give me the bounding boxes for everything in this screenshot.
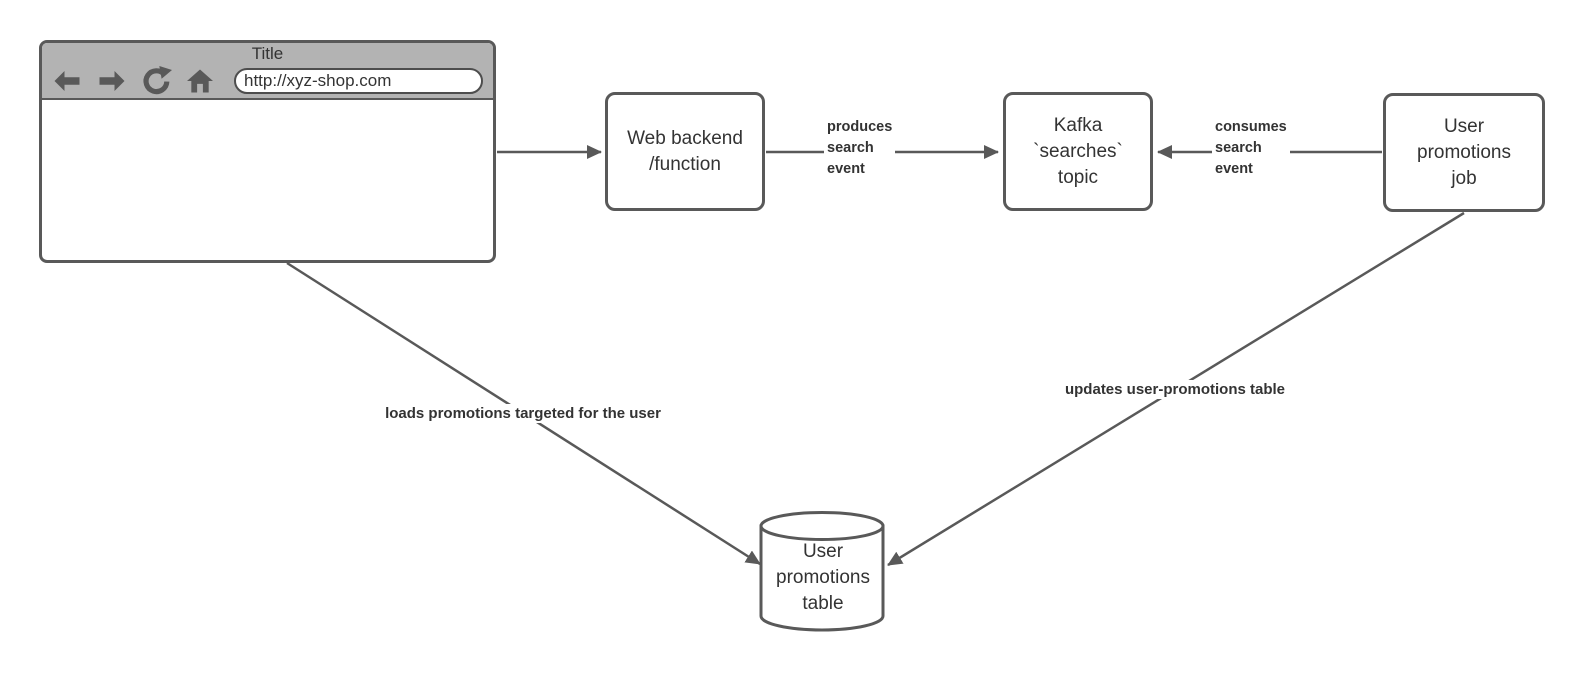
database-cylinder	[759, 511, 885, 632]
url-bar: http://xyz-shop.com	[234, 68, 483, 94]
browser-nav-bar: http://xyz-shop.com	[42, 64, 493, 98]
home-icon	[187, 69, 213, 93]
browser-header: Title	[42, 43, 493, 100]
url-text: http://xyz-shop.com	[244, 71, 392, 90]
edge-label-updates-table: updates user-promotions table	[1060, 380, 1290, 399]
browser-title: Title	[251, 44, 284, 63]
browser-window: Title	[39, 40, 496, 263]
node-web-backend: Web backend /function	[605, 92, 765, 211]
back-arrow-icon	[52, 71, 82, 91]
node-kafka-searches-topic: Kafka `searches` topic	[1003, 92, 1153, 211]
refresh-icon	[142, 66, 172, 96]
node-web-backend-label: Web backend /function	[627, 127, 743, 175]
edge-label-consumes-search-event: consumes search event	[1212, 117, 1290, 180]
node-kafka-label: Kafka `searches` topic	[1033, 114, 1123, 188]
edge-label-loads-promotions: loads promotions targeted for the user	[381, 404, 665, 423]
node-job-label: User promotions job	[1417, 115, 1511, 189]
edge-label-produces-search-event: produces search event	[824, 117, 896, 180]
node-user-promotions-job: User promotions job	[1383, 93, 1545, 212]
node-user-promotions-table-label: User promotions table	[776, 541, 870, 614]
forward-arrow-icon	[97, 71, 127, 91]
